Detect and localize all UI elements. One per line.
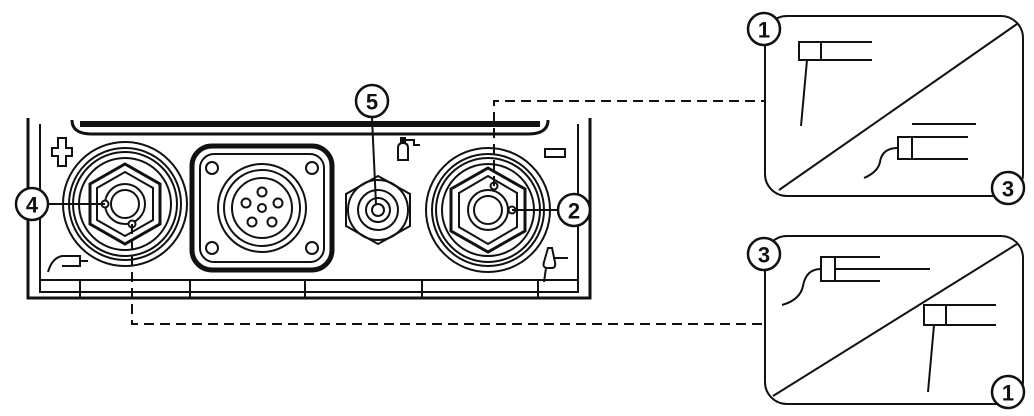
callout-2-label: 2 xyxy=(568,199,580,224)
callout-4-label: 4 xyxy=(26,193,39,218)
callout-top-3-label: 3 xyxy=(1002,177,1014,202)
callout-5: 5 xyxy=(354,83,390,119)
callout-bottom-3-label: 3 xyxy=(758,243,770,268)
callout-bottom-1-label: 1 xyxy=(1002,381,1014,406)
callout-top-1-label: 1 xyxy=(758,18,770,43)
gas-cylinder-icon xyxy=(397,137,420,161)
top-detail-panel xyxy=(764,15,1024,197)
bottom-detail-panel xyxy=(764,235,1024,405)
dashed-connection-lines xyxy=(131,100,765,325)
callout-5-label: 5 xyxy=(366,90,378,115)
plus-icon xyxy=(51,137,73,167)
torch-plug-icon xyxy=(542,247,568,283)
callout-bottom-3: 3 xyxy=(746,236,782,272)
gas-connector xyxy=(345,174,411,246)
callout-4: 4 xyxy=(14,186,50,222)
callout-2: 2 xyxy=(556,192,592,228)
callout-top-3: 3 xyxy=(990,170,1026,206)
callout-bottom-1: 1 xyxy=(990,374,1026,410)
callout-top-1: 1 xyxy=(746,11,782,47)
leader-lines xyxy=(47,117,558,211)
control-connector xyxy=(189,143,335,273)
minus-icon xyxy=(544,148,566,158)
cable-plug-icon xyxy=(47,255,88,273)
